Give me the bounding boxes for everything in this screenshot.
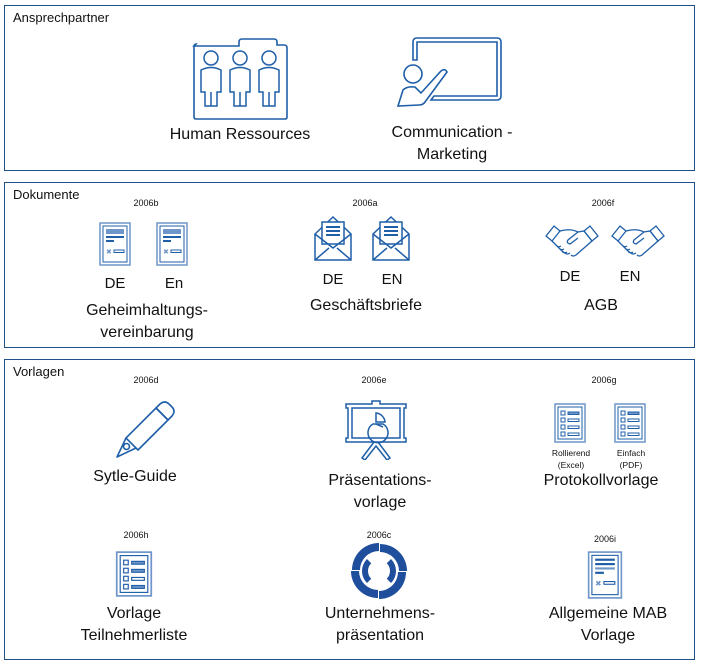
item-label-protokollvorlage[interactable]: Protokollvorlage <box>543 472 659 489</box>
svg-text:✖: ✖ <box>595 579 601 588</box>
label-line: Allgemeine MAB <box>548 605 668 622</box>
lang-link-en[interactable]: EN <box>619 268 641 285</box>
item-label-unternehmenspraesentation[interactable]: Unternehmens- präsentation <box>325 603 435 647</box>
document-code: 2006b <box>133 198 159 208</box>
sub-link-einfach-pdf[interactable]: Einfach (PDF) <box>617 447 645 471</box>
label-line: (Excel) <box>557 460 585 470</box>
template-code: 2006e <box>361 375 387 385</box>
svg-text:✖: ✖ <box>163 248 169 256</box>
label-line: Präsentations- <box>328 472 432 489</box>
label-line: Teilnehmerliste <box>80 627 188 644</box>
item-label-allgemeine-mab-vorlage[interactable]: Allgemeine MAB Vorlage <box>549 603 667 647</box>
section-title: Vorlagen <box>13 364 65 379</box>
handshake-icon[interactable] <box>545 222 599 258</box>
pencil-icon[interactable] <box>114 398 178 460</box>
label-line: Marketing <box>416 146 488 163</box>
section-title: Ansprechpartner <box>13 10 110 25</box>
lang-link-de[interactable]: DE <box>104 275 126 292</box>
label-line: vorlage <box>353 494 407 511</box>
open-envelope-icon[interactable] <box>313 214 353 264</box>
company-logo-icon[interactable] <box>350 542 408 600</box>
label-line: Rollierend <box>551 448 591 458</box>
presenter-icon[interactable] <box>395 36 507 112</box>
svg-text:✖: ✖ <box>106 248 112 256</box>
checklist-icon[interactable] <box>614 403 646 443</box>
checklist-icon[interactable] <box>115 551 153 597</box>
item-label-human-ressources[interactable]: Human Ressources <box>169 126 311 143</box>
item-label-geschaeftsbriefe[interactable]: Geschäftsbriefe <box>309 297 423 314</box>
label-line: Unternehmens- <box>324 605 436 622</box>
lang-link-de[interactable]: DE <box>322 271 344 288</box>
section-title: Dokumente <box>13 187 80 202</box>
document-code: 2006a <box>352 198 378 208</box>
item-label-style-guide[interactable]: Sytle-Guide <box>93 468 177 485</box>
open-envelope-icon[interactable] <box>371 214 411 264</box>
item-label-communication-marketing[interactable]: Communication - Marketing <box>392 122 513 166</box>
label-line: vereinbarung <box>100 324 194 341</box>
checklist-icon[interactable] <box>554 403 586 443</box>
document-icon[interactable]: ✖ <box>156 222 188 266</box>
label-line: präsentation <box>335 627 425 644</box>
template-code: 2006c <box>366 530 392 540</box>
document-code: 2006f <box>591 198 615 208</box>
label-line: Einfach <box>616 448 646 458</box>
lang-link-en[interactable]: EN <box>381 271 403 288</box>
label-line: Vorlage <box>580 627 636 644</box>
item-label-vorlage-teilnehmerliste[interactable]: Vorlage Teilnehmerliste <box>81 603 188 647</box>
sub-link-rollierend-excel[interactable]: Rollierend (Excel) <box>552 447 590 471</box>
label-line: Vorlage <box>106 605 162 622</box>
item-label-praesentationsvorlage[interactable]: Präsentations- vorlage <box>328 470 431 514</box>
section-ansprechpartner: Ansprechpartner <box>4 5 695 171</box>
lang-link-en[interactable]: En <box>164 275 184 292</box>
template-code: 2006d <box>133 375 159 385</box>
item-label-agb[interactable]: AGB <box>584 297 618 314</box>
item-label-geheimhaltungsvereinbarung[interactable]: Geheimhaltungs- vereinbarung <box>86 300 208 344</box>
label-line: (PDF) <box>619 460 643 470</box>
template-code: 2006h <box>123 530 149 540</box>
document-icon[interactable]: ✖ <box>99 222 131 266</box>
team-folder-icon[interactable] <box>191 38 289 120</box>
lang-link-de[interactable]: DE <box>559 268 581 285</box>
presentation-board-icon[interactable] <box>344 400 408 460</box>
label-line: Geheimhaltungs- <box>86 302 208 319</box>
template-code: 2006g <box>591 375 617 385</box>
template-code: 2006i <box>593 534 617 544</box>
document-icon[interactable]: ✖ <box>585 551 625 599</box>
handshake-icon[interactable] <box>611 222 665 258</box>
label-line: Communication - <box>391 124 513 141</box>
